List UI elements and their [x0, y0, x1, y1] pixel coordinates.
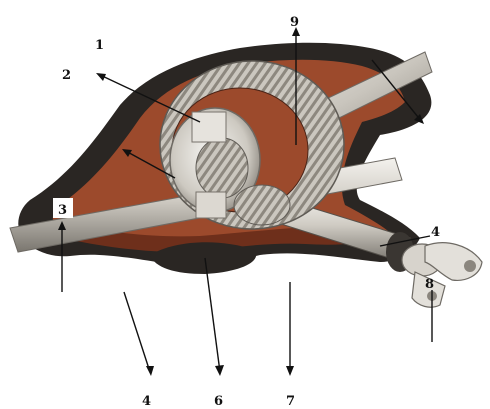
label-8: 8	[425, 277, 434, 292]
spider-gear-block-lower	[196, 192, 226, 218]
arrow-6	[205, 258, 220, 372]
label-4-right: 4	[431, 225, 440, 240]
side-gear	[196, 138, 248, 198]
yoke-flange	[386, 232, 482, 307]
label-2: 2	[62, 68, 71, 83]
label-4-bottom: 4	[142, 394, 151, 409]
arrow-6-head	[215, 365, 224, 376]
arrow-7-head	[286, 366, 294, 376]
label-9: 9	[290, 15, 299, 30]
label-1: 1	[95, 38, 104, 53]
label-6: 6	[214, 394, 223, 409]
spider-gear-block	[192, 112, 226, 142]
arrow-4-bottom	[124, 292, 150, 372]
arrow-1-head	[96, 73, 106, 81]
pinion-gear	[234, 185, 290, 225]
label-7: 7	[286, 394, 295, 409]
arrow-4-bottom-head	[146, 366, 154, 376]
label-3: 3	[58, 203, 67, 218]
